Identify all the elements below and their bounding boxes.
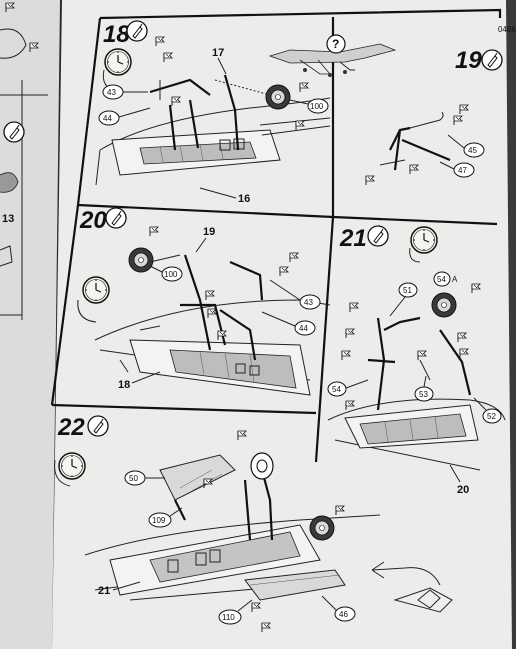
svg-text:52: 52 bbox=[487, 412, 496, 421]
callout-100: 100 bbox=[289, 98, 329, 114]
svg-text:50: 50 bbox=[129, 474, 138, 483]
part-label-20: 20 bbox=[457, 484, 469, 496]
callout-53: 53 bbox=[414, 375, 434, 402]
glue-icon bbox=[367, 225, 389, 247]
svg-text:54: 54 bbox=[332, 385, 341, 394]
glue-icon bbox=[126, 20, 148, 42]
callout-100: 100 bbox=[149, 265, 183, 282]
step-21: 21 54 A 51 53 bbox=[327, 225, 506, 496]
svg-text:110: 110 bbox=[222, 613, 235, 622]
svg-text:A: A bbox=[452, 275, 458, 284]
callout-47: 47 bbox=[439, 161, 475, 178]
svg-text:51: 51 bbox=[403, 286, 412, 295]
left-page-fragment: 13 bbox=[0, 2, 48, 320]
jet-silhouette-icon bbox=[268, 43, 397, 77]
callout-109: 109 bbox=[148, 507, 183, 528]
svg-text:109: 109 bbox=[152, 516, 166, 525]
svg-text:47: 47 bbox=[458, 166, 467, 175]
step-20: 20 100 43 44 bbox=[77, 207, 331, 396]
clock-icon bbox=[58, 452, 86, 480]
callout-52: 52 bbox=[473, 397, 502, 424]
callout-54-a: 54 A bbox=[433, 271, 458, 287]
left-part-label: 13 bbox=[2, 213, 14, 225]
callout-46: 46 bbox=[321, 595, 356, 622]
callout-54: 54 bbox=[327, 379, 369, 397]
part-label-21: 21 bbox=[98, 585, 110, 597]
svg-text:44: 44 bbox=[103, 114, 112, 123]
glue-icon bbox=[481, 49, 503, 71]
corner-code: 0486 bbox=[498, 25, 516, 34]
svg-text:46: 46 bbox=[339, 610, 348, 619]
step-number: 21 bbox=[339, 225, 367, 252]
step-number: 19 bbox=[455, 47, 482, 74]
callout-44: 44 bbox=[261, 311, 316, 336]
step-number: 20 bbox=[79, 207, 107, 234]
svg-text:54: 54 bbox=[437, 275, 446, 284]
clock-icon bbox=[410, 226, 438, 254]
callout-45: 45 bbox=[447, 134, 485, 158]
callout-43: 43 bbox=[102, 84, 148, 100]
svg-text:43: 43 bbox=[107, 88, 116, 97]
svg-text:100: 100 bbox=[310, 102, 324, 111]
wheel-icon bbox=[309, 515, 335, 541]
wheel-icon bbox=[431, 292, 457, 318]
part-label-19: 19 bbox=[203, 226, 215, 238]
glue-icon bbox=[105, 207, 127, 229]
callout-43: 43 bbox=[269, 279, 321, 310]
svg-text:45: 45 bbox=[468, 146, 477, 155]
clock-icon bbox=[104, 48, 132, 76]
callout-110: 110 bbox=[218, 599, 253, 625]
part-label-17: 17 bbox=[212, 47, 224, 59]
glue-icon bbox=[87, 415, 109, 437]
part-label-16: 16 bbox=[238, 193, 250, 205]
svg-text:?: ? bbox=[332, 37, 339, 51]
step-number: 18 bbox=[103, 21, 130, 48]
callout-50: 50 bbox=[124, 470, 165, 486]
wheel-icon bbox=[265, 84, 291, 110]
callout-44: 44 bbox=[98, 107, 151, 126]
svg-text:53: 53 bbox=[419, 390, 428, 399]
step-18: 18 43 44 100 bbox=[95, 20, 397, 205]
svg-text:43: 43 bbox=[304, 298, 313, 307]
step-22: 22 50 109 bbox=[54, 414, 453, 633]
step-number: 22 bbox=[57, 414, 85, 441]
left-page-sheet bbox=[0, 0, 60, 649]
svg-text:100: 100 bbox=[164, 270, 178, 279]
step-19: 19 45 47 0486 bbox=[365, 25, 516, 186]
svg-text:44: 44 bbox=[299, 324, 308, 333]
left-glue-icon bbox=[3, 121, 25, 143]
help-symbol: ? bbox=[326, 34, 346, 54]
wheel-icon bbox=[128, 247, 154, 273]
clock-icon bbox=[82, 276, 110, 304]
part-label-18: 18 bbox=[118, 379, 130, 391]
callout-51: 51 bbox=[389, 282, 418, 317]
